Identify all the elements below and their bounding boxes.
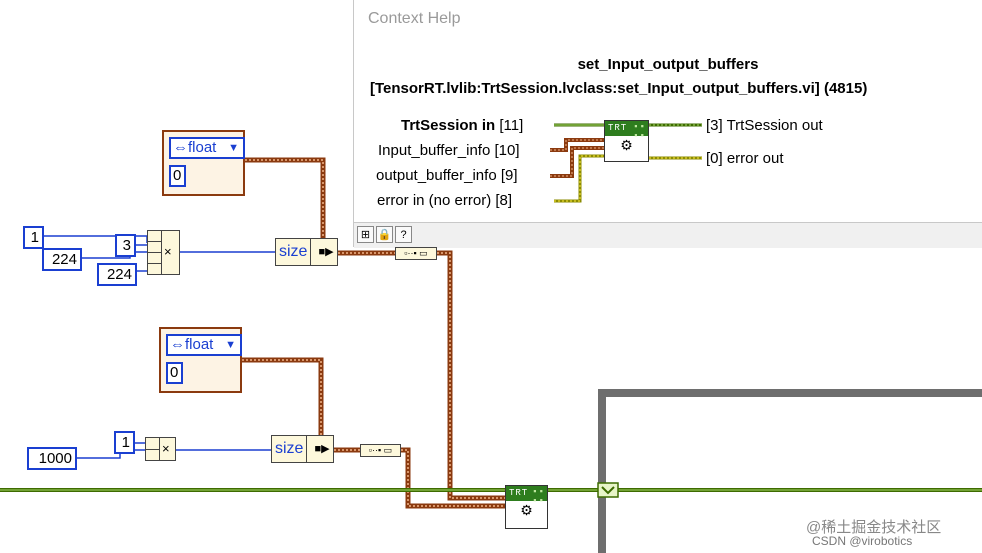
numeric-constant[interactable]: 1000 <box>27 447 77 470</box>
term-input-buffer-info: Input_buffer_info [10] <box>378 142 520 159</box>
lock-icon[interactable]: 🔒 <box>376 226 393 243</box>
detailed-help-button[interactable]: ? <box>395 226 412 243</box>
numeric-constant[interactable]: 224 <box>42 248 82 271</box>
wrench-icon: ⚙ <box>520 502 533 518</box>
numeric-constant[interactable]: 3 <box>115 234 136 257</box>
cluster-constant-top[interactable]: ▫··▪ ▭ <box>395 247 437 260</box>
watermark-csdn: CSDN @virobotics <box>812 534 913 548</box>
help-trt-node-icon: TRT▪▪▪▪ ⚙ <box>604 120 649 162</box>
dropdown-arrow-icon: ▼ <box>228 142 239 154</box>
compound-multiply-node[interactable]: × <box>145 437 176 461</box>
cluster-constant-bottom[interactable]: ▫··▪ ▭ <box>360 444 401 457</box>
term-trtsession-in: TrtSession in [11] <box>401 117 524 134</box>
set-input-output-buffers-node[interactable]: TRT▪▪▪▪ ⚙ <box>505 485 548 529</box>
numeric-constant[interactable]: 1 <box>23 226 44 249</box>
enum-value-top[interactable]: 0 <box>169 165 186 187</box>
show-optional-terminals-button[interactable]: ⊞ <box>357 226 374 243</box>
size-bundle-node-bottom[interactable]: size ■▶ <box>271 435 334 463</box>
numeric-constant[interactable]: 1 <box>114 431 135 454</box>
enum-value-bottom[interactable]: 0 <box>166 362 183 384</box>
type-selector-top[interactable]: ⇔float▼ <box>169 137 245 159</box>
enum-constant-bottom[interactable]: ⇔float▼ 0 <box>159 327 242 393</box>
context-help-title: Context Help <box>368 10 461 27</box>
type-selector-bottom[interactable]: ⇔float▼ <box>166 334 242 356</box>
size-bundle-node-top[interactable]: size ■▶ <box>275 238 338 266</box>
loop-tunnel <box>597 482 619 498</box>
context-help-toolbar: ⊞ 🔒 ? <box>354 222 982 248</box>
compound-multiply-node[interactable]: × <box>147 230 180 275</box>
numeric-constant[interactable]: 224 <box>97 263 137 286</box>
wrench-icon: ⚙ <box>620 137 633 153</box>
context-help-window[interactable]: Context Help set_Input_output_buffers [T… <box>353 0 982 248</box>
multiply-icon: × <box>162 441 170 456</box>
loop-structure <box>598 389 982 553</box>
multiply-icon: × <box>164 244 172 259</box>
term-error-out: [0] error out <box>706 150 784 167</box>
bundle-arrow-icon: ■▶ <box>311 436 333 462</box>
term-error-in: error in (no error) [8] <box>377 192 513 209</box>
dropdown-arrow-icon: ▼ <box>225 339 236 351</box>
cluster-wires <box>242 157 505 509</box>
connector-wires <box>550 123 702 203</box>
vi-path: [TensorRT.lvlib:TrtSession.lvclass:set_I… <box>370 80 868 97</box>
bundle-arrow-icon: ■▶ <box>315 239 337 265</box>
term-trtsession-out: [3] TrtSession out <box>706 117 823 134</box>
enum-constant-top[interactable]: ⇔float▼ 0 <box>162 130 245 196</box>
vi-name: set_Input_output_buffers <box>577 56 759 73</box>
watermark-juejin: @稀土掘金技术社区 <box>806 519 942 536</box>
term-output-buffer-info: output_buffer_info [9] <box>376 167 518 184</box>
